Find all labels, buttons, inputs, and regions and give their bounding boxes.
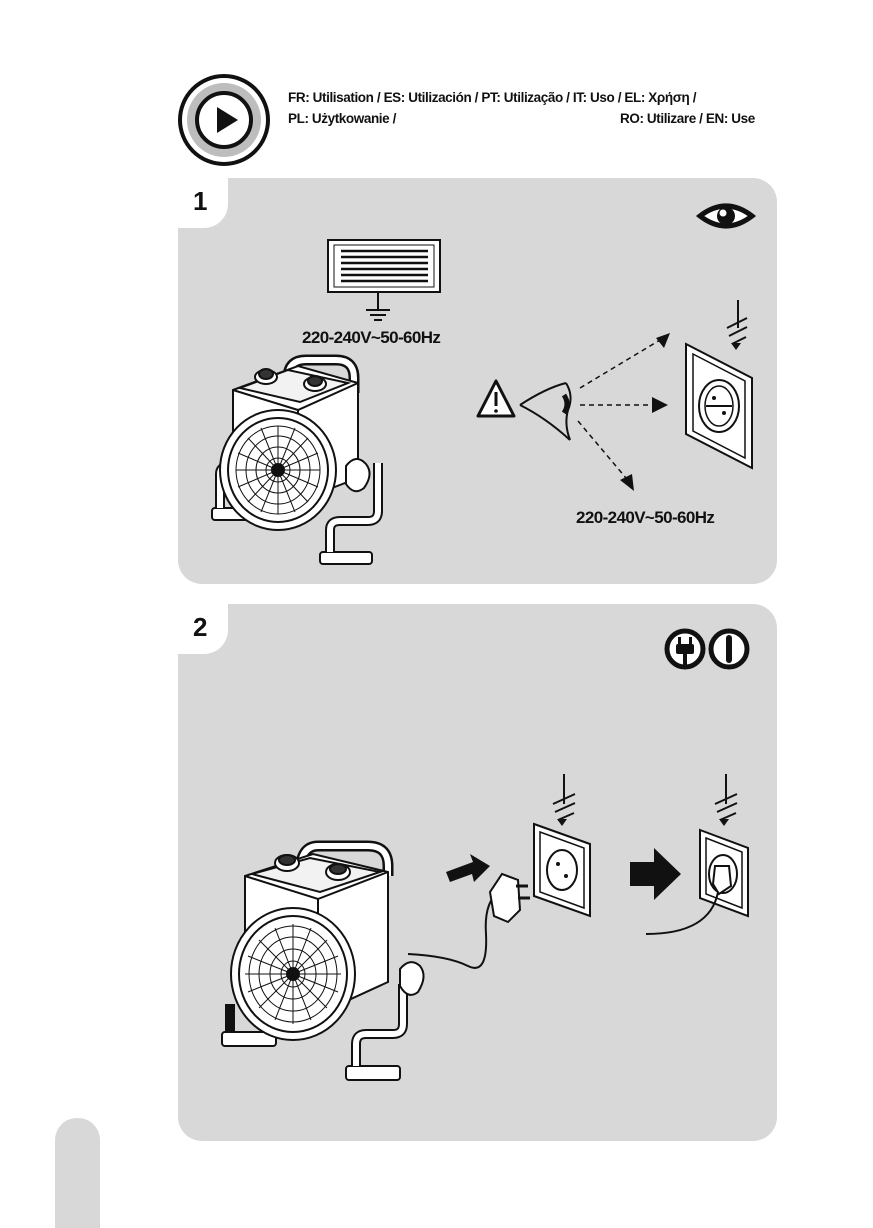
step-1-panel: 220-240V~50-60Hz 220-240V~50-60Hz xyxy=(178,178,777,584)
voltage-label-top: 220-240V~50-60Hz xyxy=(302,328,440,348)
language-line-2-right: RO: Utilizare / EN: Use xyxy=(620,111,755,126)
wall-socket-plugged xyxy=(646,774,748,934)
wall-socket xyxy=(686,300,752,468)
play-icon xyxy=(178,74,270,166)
warning-icon xyxy=(478,381,514,416)
eye-side-icon xyxy=(520,383,571,440)
step-2-panel xyxy=(178,604,777,1141)
heater-fan xyxy=(222,846,424,1080)
rating-plate xyxy=(328,240,440,320)
eye-icon xyxy=(700,206,752,226)
page-side-tab xyxy=(55,1118,100,1228)
plug-icon xyxy=(667,631,703,667)
step-2-illustration xyxy=(178,604,777,1141)
language-line-1: FR: Utilisation / ES: Utilización / PT: … xyxy=(288,90,696,105)
voltage-label-bottom: 220-240V~50-60Hz xyxy=(576,508,714,528)
language-line-2-left: PL: Użytkowanie / xyxy=(288,111,396,126)
sight-arrows xyxy=(578,340,660,478)
heater-fan xyxy=(212,360,378,564)
power-icon xyxy=(711,631,747,667)
step-2-number: 2 xyxy=(193,612,207,643)
push-arrow-icon xyxy=(446,854,490,882)
plug-device-icon xyxy=(490,874,530,922)
wall-socket xyxy=(534,774,590,916)
step-1-number: 1 xyxy=(193,186,207,217)
section-header: FR: Utilisation / ES: Utilización / PT: … xyxy=(178,74,778,169)
arrow-right-icon xyxy=(630,848,681,900)
